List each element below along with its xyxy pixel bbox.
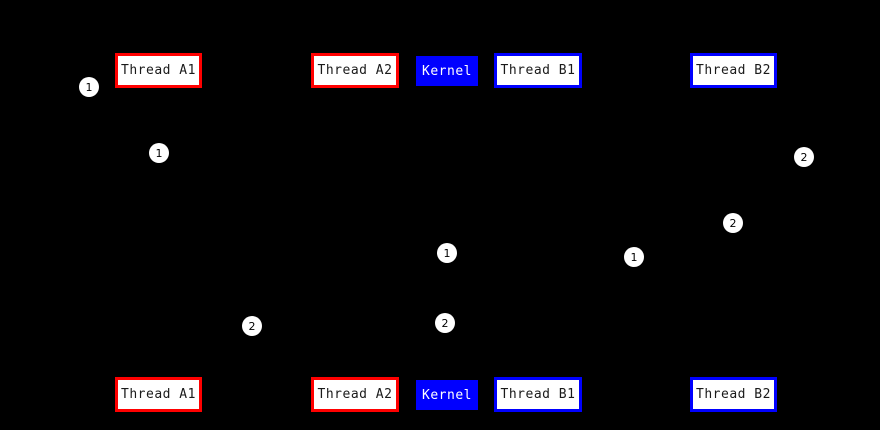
lifeline-stub-a2-bottom bbox=[354, 373, 356, 377]
message-arrow-group bbox=[157, 152, 734, 327]
message-arrow-1 bbox=[157, 152, 448, 254]
participant-label: Kernel bbox=[422, 63, 472, 79]
lifeline-stub-b1-bottom bbox=[537, 373, 539, 377]
sequence-badge-label: 1 bbox=[443, 246, 451, 260]
sequence-badge-label: 1 bbox=[630, 250, 638, 264]
sequence-badge-2-b: 2 bbox=[723, 213, 743, 233]
sequence-badge-1-b: 1 bbox=[149, 143, 169, 163]
message-arrow-5 bbox=[446, 256, 539, 324]
sequence-badge-1-a: 1 bbox=[79, 77, 99, 97]
participant-thread-a2-top[interactable]: Thread A2 bbox=[311, 53, 399, 88]
participant-label: Kernel bbox=[422, 387, 472, 403]
lifeline-stub-a1-bottom bbox=[157, 373, 159, 377]
participant-thread-b1-bottom[interactable]: Thread B1 bbox=[494, 377, 582, 412]
sequence-badge-1-d: 1 bbox=[624, 247, 644, 267]
sequence-badge-label: 1 bbox=[85, 80, 93, 94]
participant-label: Thread A1 bbox=[121, 63, 196, 78]
participant-label: Thread B1 bbox=[500, 387, 576, 402]
lifeline-stub-a2-top bbox=[354, 88, 356, 92]
lifeline-stub-a1-top bbox=[157, 88, 159, 92]
participant-label: Thread A1 bbox=[121, 387, 196, 402]
message-arrow-3 bbox=[157, 252, 448, 327]
sequence-badge-label: 1 bbox=[155, 146, 163, 160]
participant-thread-b2-top[interactable]: Thread B2 bbox=[690, 53, 777, 88]
sequence-badge-label: 2 bbox=[800, 150, 808, 164]
message-arrow-4 bbox=[446, 222, 734, 254]
sequence-badge-label: 2 bbox=[729, 216, 737, 230]
participant-label: Thread B2 bbox=[696, 63, 771, 78]
participant-thread-a1-bottom[interactable]: Thread A1 bbox=[115, 377, 202, 412]
participant-thread-a2-bottom[interactable]: Thread A2 bbox=[311, 377, 399, 412]
sequence-badge-1-c: 1 bbox=[437, 243, 457, 263]
sequence-badge-2-d: 2 bbox=[435, 313, 455, 333]
participant-label: Thread B2 bbox=[696, 387, 771, 402]
participant-label: Thread B1 bbox=[500, 63, 576, 78]
message-arrow-2 bbox=[446, 156, 734, 254]
sequence-badge-2-a: 2 bbox=[794, 147, 814, 167]
lifeline-stub-b2-bottom bbox=[732, 373, 734, 377]
participant-kernel-bottom[interactable]: Kernel bbox=[416, 380, 478, 410]
participant-label: Thread A2 bbox=[317, 63, 393, 78]
participant-thread-b2-bottom[interactable]: Thread B2 bbox=[690, 377, 777, 412]
sequence-badge-label: 2 bbox=[248, 319, 256, 333]
participant-kernel-top[interactable]: Kernel bbox=[416, 56, 478, 86]
participant-label: Thread A2 bbox=[317, 387, 393, 402]
sequence-badge-2-c: 2 bbox=[242, 316, 262, 336]
sequence-badge-label: 2 bbox=[441, 316, 449, 330]
participant-thread-a1-top[interactable]: Thread A1 bbox=[115, 53, 202, 88]
lifeline-stub-b1-top bbox=[537, 88, 539, 92]
participant-thread-b1-top[interactable]: Thread B1 bbox=[494, 53, 582, 88]
lifeline-stub-b2-top bbox=[732, 88, 734, 92]
